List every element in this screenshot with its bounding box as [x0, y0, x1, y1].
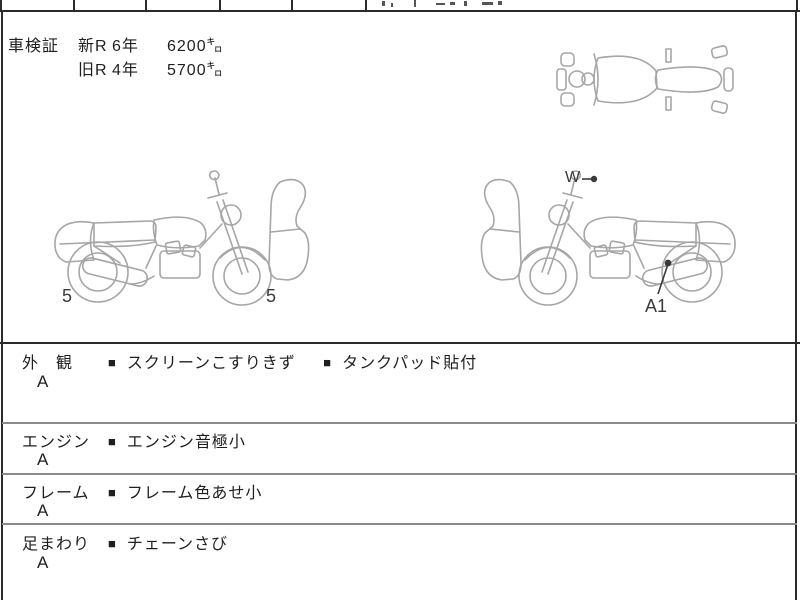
damage-label-front: 5 [266, 286, 277, 306]
bullet-icon: ■ [108, 485, 117, 500]
comment-line: ■ スクリーンこすりきず ■ タンクパッド貼付 [108, 349, 499, 373]
bullet-icon: ■ [108, 434, 117, 449]
comment-text: スクリーンこすりきず [126, 355, 296, 372]
bullet-icon: ■ [108, 536, 117, 551]
header-cell-divider [796, 0, 798, 12]
inspection-divider [2, 422, 797, 424]
inspection-divider [2, 523, 797, 525]
bullet-icon: ■ [323, 355, 333, 370]
category-label: 足まわり [22, 536, 91, 553]
header-cell-divider [73, 0, 75, 11]
header-cell-divider [291, 0, 293, 11]
registration-era-new: 新R [78, 38, 108, 55]
comment-text: フレーム色あせ小 [126, 485, 263, 502]
inspection-divider [2, 473, 797, 475]
header-cell-divider [145, 0, 147, 11]
grade-value: A [37, 501, 49, 520]
motorcycle-top-view-sketch [548, 42, 738, 117]
comment-text: エンジン音極小 [126, 434, 246, 451]
registration-years-new: 6年 [112, 38, 139, 55]
comment-line: ■ チェーンさび [108, 530, 250, 554]
registration-mileage-old: 5700㌔ [167, 62, 224, 79]
bullet-icon: ■ [108, 355, 117, 370]
grade-value: A [37, 372, 49, 391]
clipped-text-fragments [378, 0, 518, 8]
category-label: 外 観 [22, 355, 74, 372]
header-cell-divider [365, 0, 367, 11]
sheet-right-border [795, 10, 797, 600]
registration-label: 車検証 [8, 38, 60, 55]
registration-years-old: 4年 [112, 62, 139, 79]
header-row-bottom-border [0, 10, 800, 12]
header-cell-divider [0, 0, 2, 12]
annotation-label-w: W [565, 169, 581, 186]
registration-mileage-new: 6200㌔ [167, 38, 224, 55]
category-label: フレーム [22, 485, 90, 502]
header-cell-divider [219, 0, 221, 11]
grade-value: A [37, 450, 49, 469]
motorcycle-left-side-sketch [50, 168, 312, 318]
damage-label-rear: 5 [62, 286, 73, 306]
comment-text: タンクパッド貼付 [342, 355, 478, 372]
annotation-label-a1: A1 [645, 296, 668, 316]
comment-text: チェーンさび [126, 536, 229, 553]
comment-line: ■ エンジン音極小 [108, 428, 268, 452]
category-label: エンジン [22, 434, 91, 451]
registration-era-old: 旧R [78, 62, 108, 79]
sheet-left-border [1, 10, 3, 600]
comment-line: ■ フレーム色あせ小 [108, 479, 284, 503]
inspection-divider [0, 342, 800, 344]
motorcycle-right-side-sketch [478, 168, 740, 318]
grade-value: A [37, 553, 49, 572]
